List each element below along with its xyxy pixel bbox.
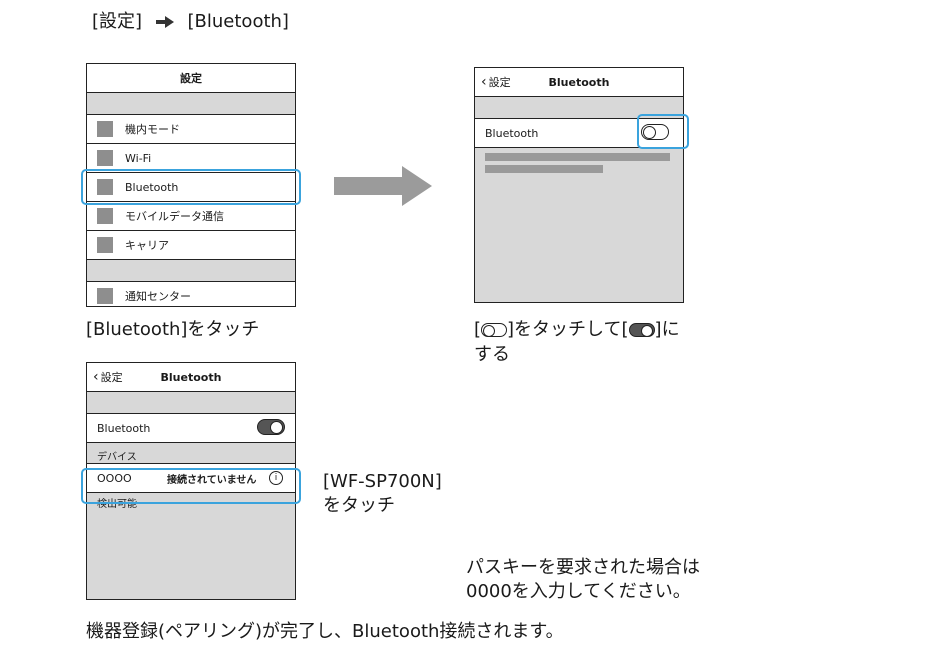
carrier-icon — [97, 237, 113, 253]
bluetooth-toggle-switch[interactable] — [641, 124, 669, 140]
toggle-knob — [270, 421, 283, 434]
section-spacer — [87, 93, 295, 115]
back-label: 設定 — [100, 371, 123, 384]
discoverable-section: 検出可能 — [87, 493, 295, 599]
next-step-arrow-icon — [334, 166, 432, 206]
settings-row-label: Wi-Fi — [125, 151, 152, 165]
bluetooth-row-highlight — [81, 169, 301, 205]
header-bluetooth: [Bluetooth] — [187, 11, 289, 32]
device-row-highlight — [81, 468, 301, 504]
completion-message: 機器登録(ペアリング)が完了し、Bluetooth接続されます。 — [86, 621, 564, 642]
bluetooth-icon — [97, 179, 113, 195]
step1-caption: [Bluetooth]をタッチ — [86, 319, 260, 340]
section-spacer — [87, 260, 295, 282]
device-name: OOOO — [97, 471, 132, 485]
info-icon[interactable]: i — [269, 471, 283, 485]
settings-row-label: 通知センター — [125, 290, 191, 303]
toggle-highlight — [637, 114, 689, 149]
settings-row-wifi[interactable]: Wi-Fi — [87, 144, 295, 173]
settings-row-airplane[interactable]: 機内モード — [87, 115, 295, 144]
placeholder-text-bar — [485, 165, 603, 173]
bluetooth-toggle-switch[interactable] — [257, 419, 285, 435]
arrow-right-icon — [155, 16, 174, 28]
bluetooth-toggle-row: Bluetooth — [475, 119, 683, 148]
section-spacer — [87, 392, 295, 414]
screen-title: ‹設定 Bluetooth — [87, 363, 295, 392]
bluetooth-toggle-label: Bluetooth — [485, 126, 539, 140]
caption-part: [ — [474, 319, 482, 340]
back-button[interactable]: ‹設定 — [481, 68, 511, 96]
section-spacer — [475, 97, 683, 119]
device-status: 接続されていません — [167, 474, 257, 486]
passkey-note-line1: パスキーを要求された場合は — [466, 557, 700, 578]
bluetooth-toggle-label: Bluetooth — [97, 421, 151, 435]
step2-caption-line2: する — [474, 344, 510, 365]
screen-body — [475, 148, 683, 302]
screen-title: ‹設定 Bluetooth — [475, 68, 683, 97]
settings-row-notifications[interactable]: 通知センター — [87, 282, 295, 306]
settings-screen: 設定 機内モード Wi-Fi Bluetooth モバイルデータ通信 キャリア … — [86, 63, 296, 307]
settings-row-label: モバイルデータ通信 — [125, 210, 224, 223]
toggle-on-icon — [628, 323, 655, 337]
settings-row-mobile-data[interactable]: モバイルデータ通信 — [87, 202, 295, 231]
header-settings: [設定] — [92, 11, 143, 32]
screen-title-text: Bluetooth — [548, 75, 610, 89]
bluetooth-toggle-row: Bluetooth — [87, 414, 295, 443]
passkey-note-line2: 0000を入力してください。 — [466, 581, 691, 602]
discoverable-header-label: 検出可能 — [97, 499, 137, 510]
chevron-left-icon: ‹ — [481, 74, 487, 90]
toggle-off-icon — [481, 323, 508, 337]
screen-title-text: Bluetooth — [160, 370, 222, 384]
mobile-data-icon — [97, 208, 113, 224]
caption-part: ]をタッチして[ — [507, 319, 629, 340]
settings-row-carrier[interactable]: キャリア — [87, 231, 295, 260]
screen-title: 設定 — [87, 64, 295, 93]
chevron-left-icon: ‹ — [93, 369, 99, 385]
settings-row-bluetooth[interactable]: Bluetooth — [87, 173, 295, 202]
toggle-knob — [643, 126, 656, 139]
step3-caption-line1: [WF-SP700N] — [323, 471, 442, 492]
step2-caption: [ ]をタッチして[ ]に — [474, 318, 680, 342]
bluetooth-screen-on: ‹設定 Bluetooth Bluetooth デバイス OOOO 接続されてい… — [86, 362, 296, 600]
wifi-icon — [97, 150, 113, 166]
back-label: 設定 — [488, 76, 511, 89]
settings-row-label: キャリア — [125, 239, 169, 252]
step3-caption-line2: をタッチ — [323, 495, 395, 516]
back-button[interactable]: ‹設定 — [93, 363, 123, 391]
caption-part: ]に — [654, 319, 680, 340]
header-path: [設定] [Bluetooth] — [92, 10, 289, 34]
settings-row-label: 機内モード — [125, 123, 180, 136]
placeholder-text-bar — [485, 153, 670, 161]
devices-section-header: デバイス — [87, 443, 295, 464]
airplane-icon — [97, 121, 113, 137]
devices-header-label: デバイス — [97, 452, 137, 463]
bluetooth-screen-off: ‹設定 Bluetooth Bluetooth — [474, 67, 684, 303]
settings-row-label: Bluetooth — [125, 180, 179, 194]
notification-icon — [97, 288, 113, 304]
